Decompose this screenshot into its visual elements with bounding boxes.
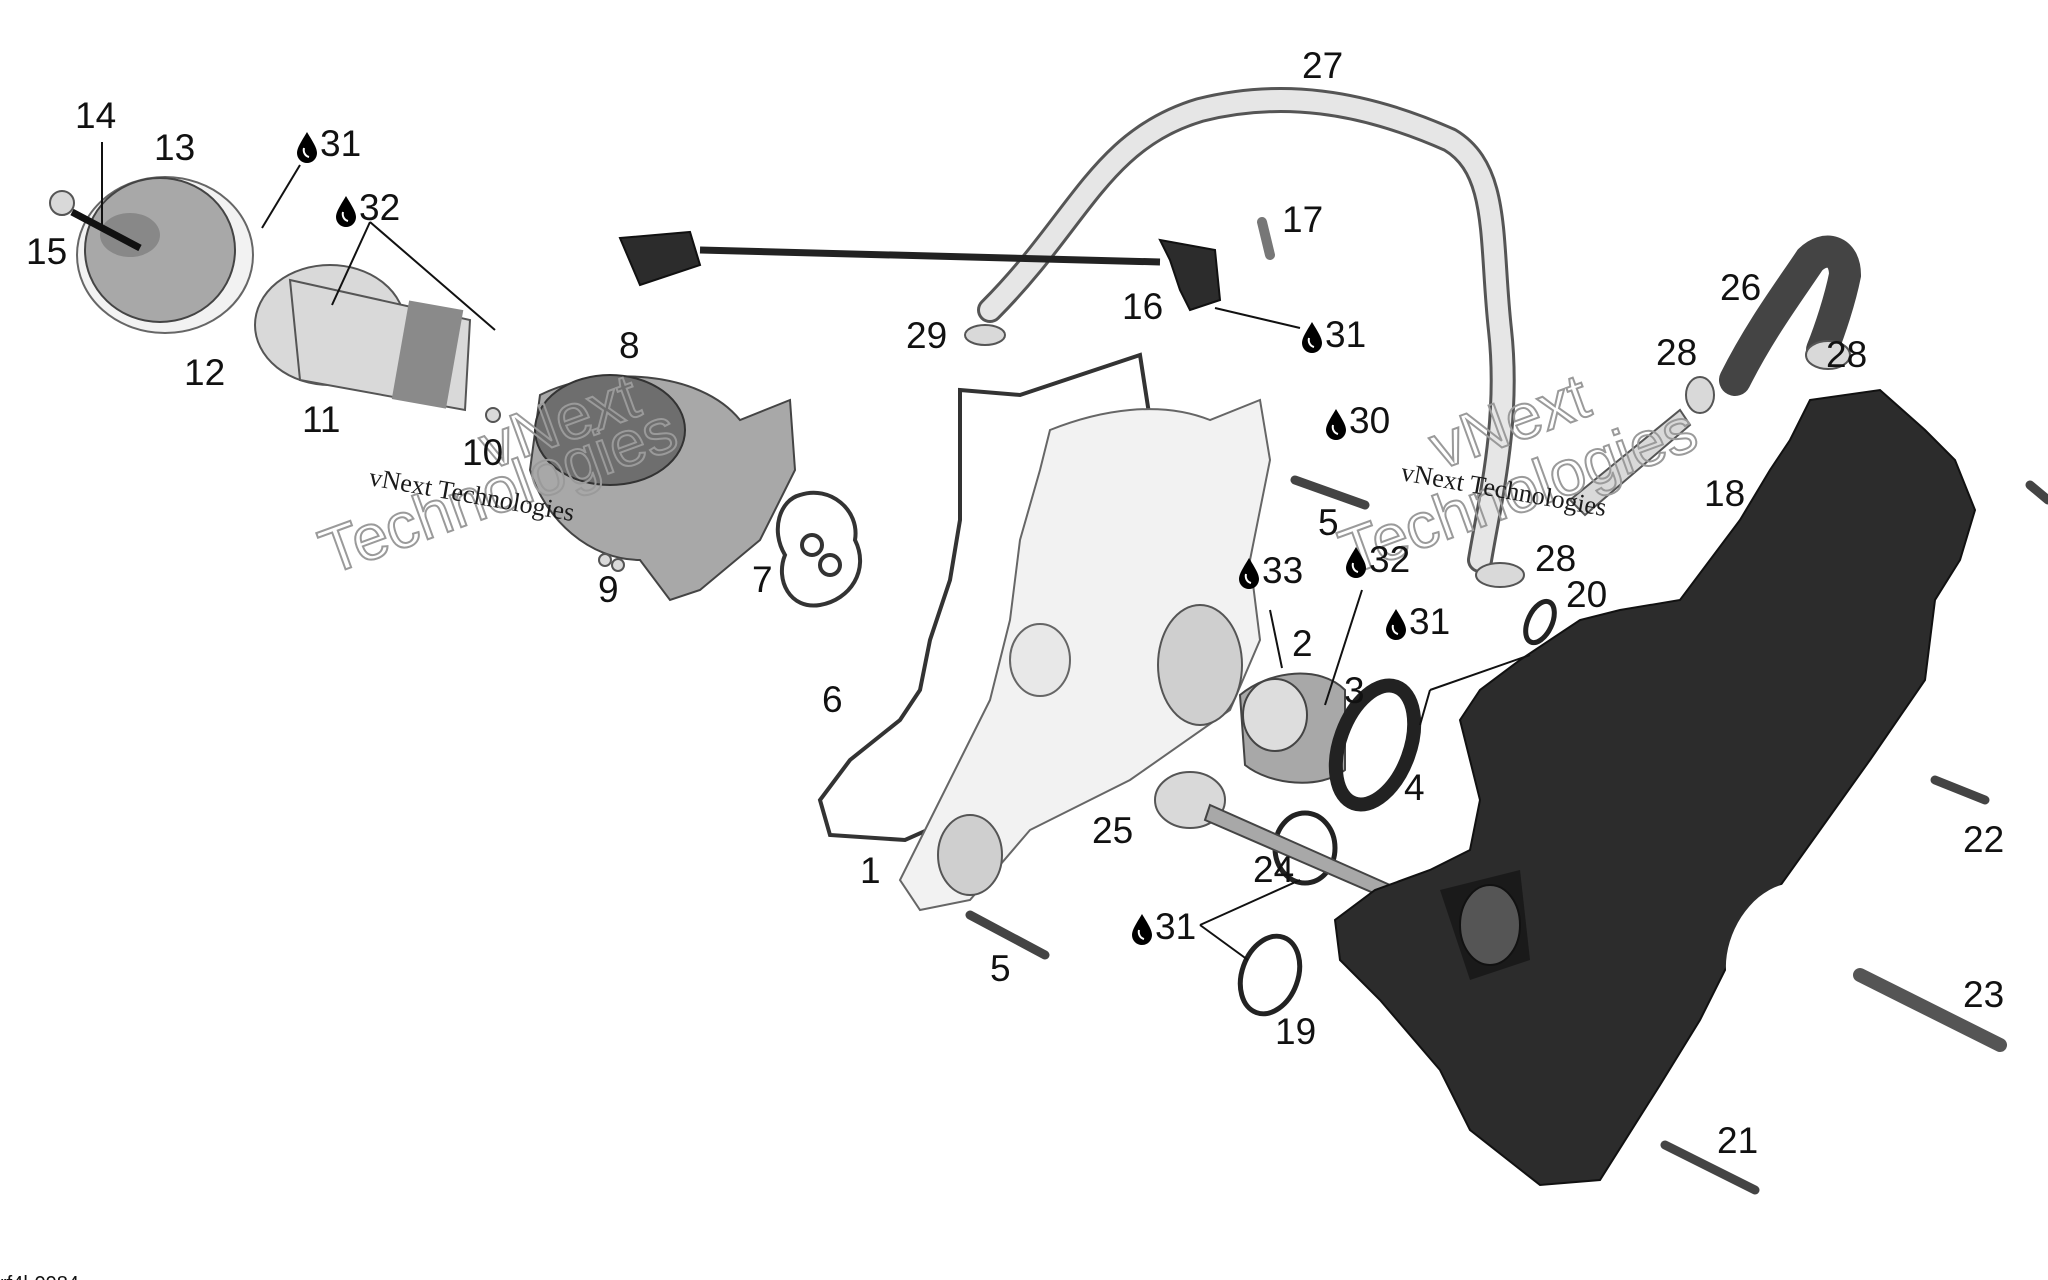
oil-drop-icon [1325, 408, 1347, 441]
callout-8: 8 [619, 325, 640, 366]
callout-7: 7 [752, 559, 773, 600]
lube-32-seal: 32 [1369, 539, 1410, 580]
callout-23: 23 [1963, 974, 2004, 1015]
oil-seal [1328, 678, 1422, 812]
oil-drop-icon [1131, 913, 1153, 946]
callout-11: 11 [302, 399, 340, 440]
callout-29: 29 [906, 315, 947, 356]
callout-20: 20 [1566, 574, 1607, 615]
lubricant-callouts: 31 32 31 30 33 32 31 31 [296, 123, 1450, 947]
bolts [965, 475, 2048, 1195]
callout-17: 17 [1282, 199, 1323, 240]
oil-filter-element [254, 264, 472, 412]
callout-1: 1 [860, 850, 881, 891]
oil-drop-icon [1385, 608, 1407, 641]
callout-26: 26 [1720, 267, 1761, 308]
callout-21: 21 [1717, 1120, 1758, 1161]
coolant-hose [977, 87, 1516, 573]
callout-12: 12 [184, 352, 225, 393]
callout-18: 18 [1704, 473, 1745, 514]
o-ring-19 [1237, 933, 1303, 1017]
filter-cap-screw [49, 190, 142, 252]
bearing [1238, 672, 1346, 784]
small-hose [1719, 235, 1862, 396]
callout-24: 24 [1253, 849, 1294, 890]
coolant-fitting [1568, 408, 1692, 517]
callout-22: 22 [1963, 819, 2004, 860]
small-screws [485, 407, 625, 572]
lube-32-top: 32 [359, 187, 400, 228]
lube-31-top: 31 [320, 123, 361, 164]
callout-5-lower: 5 [990, 948, 1011, 989]
lube-31-ring: 31 [1409, 601, 1450, 642]
hose-clamps-28 [1475, 340, 1851, 588]
water-pump-shaft [1154, 771, 1392, 900]
callout-14: 14 [75, 95, 116, 136]
callout-28-c: 28 [1535, 538, 1576, 579]
callout-10: 10 [462, 432, 503, 473]
callout-19: 19 [1275, 1011, 1316, 1052]
lube-30: 30 [1349, 400, 1390, 441]
lube-31-sensor: 31 [1325, 314, 1366, 355]
oil-drop-icon [335, 195, 357, 228]
callout-9: 9 [598, 569, 619, 610]
callout-28-b: 28 [1826, 334, 1867, 375]
hose-clamp-29 [964, 324, 1006, 346]
sensor-cable [618, 230, 1222, 312]
callout-25: 25 [1092, 810, 1133, 851]
callout-2: 2 [1292, 623, 1313, 664]
callout-4: 4 [1404, 767, 1425, 808]
magneto-cover [1333, 388, 1977, 1187]
callout-28-a: 28 [1656, 332, 1697, 373]
lube-31-lower: 31 [1155, 906, 1196, 947]
oil-filter-cap [76, 176, 254, 334]
filter-housing-gasket [775, 490, 862, 608]
figure-code: rf4l-0984 [0, 1273, 79, 1280]
callout-16: 16 [1122, 286, 1163, 327]
leader-lines [101, 142, 1531, 961]
callout-15: 15 [26, 231, 67, 272]
oil-drop-icon [296, 131, 318, 164]
oil-filter-housing [528, 374, 797, 602]
callout-6: 6 [822, 679, 843, 720]
callout-27: 27 [1302, 45, 1343, 86]
callout-5-upper: 5 [1318, 502, 1339, 543]
lube-33: 33 [1262, 550, 1303, 591]
callout-3: 3 [1344, 670, 1365, 711]
callout-13: 13 [154, 127, 195, 168]
o-ring-20 [1523, 598, 1557, 646]
engine-cover [898, 398, 1272, 912]
sensor-screw [1257, 217, 1275, 260]
callouts: 1 2 3 4 5 5 6 7 8 9 10 11 12 13 14 15 16… [26, 45, 2004, 1161]
oil-drop-icon [1301, 321, 1323, 354]
